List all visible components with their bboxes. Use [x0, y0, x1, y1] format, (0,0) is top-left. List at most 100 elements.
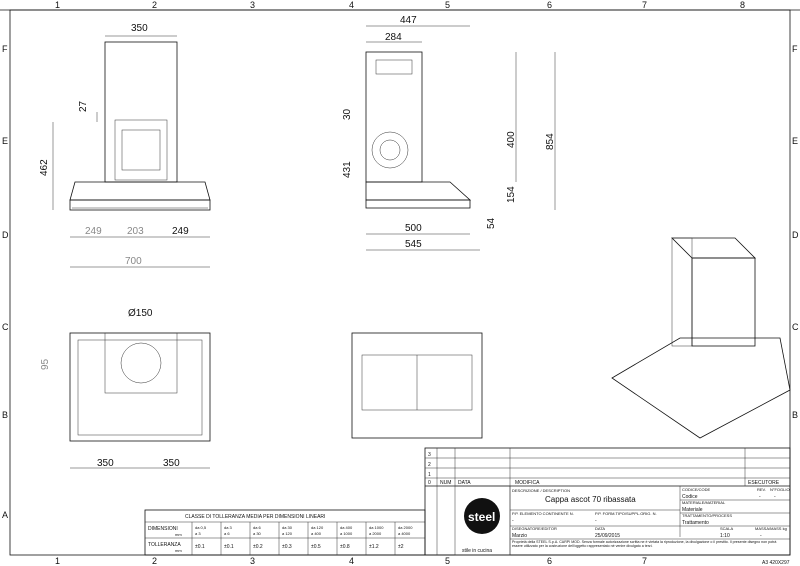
tol-unit: mm	[175, 548, 182, 553]
date-label: DATA	[595, 526, 605, 531]
logo-text: steel	[468, 510, 495, 524]
dim-top-chimney: 284	[385, 32, 402, 43]
range-value: a 30	[253, 531, 262, 536]
tolerance-value: ±2	[398, 544, 404, 550]
column-labels: 1 2 3 4 5 6 7 8 1 2 3 4 5 6 7	[55, 0, 745, 566]
logo-panel	[454, 485, 511, 556]
row-label: B	[2, 410, 8, 420]
top-outline	[69, 332, 211, 442]
dim-label: DIMENSIONI	[148, 526, 178, 532]
col-exec: ESECUTORE	[748, 480, 780, 486]
column-label: 3	[250, 556, 255, 566]
dim-center: 203	[127, 226, 144, 237]
range-value: da 2000	[398, 525, 413, 530]
column-label: 2	[152, 0, 157, 10]
col-num: NUM	[440, 480, 451, 486]
range-value: da 6	[253, 525, 262, 530]
range-value: a 6	[224, 531, 230, 536]
material-label: MATERIALE/MATERIAL	[682, 500, 726, 505]
code-value: Codice	[682, 494, 698, 500]
column-label: 4	[349, 556, 354, 566]
tol-label: TOLLERANZA	[148, 542, 181, 548]
logo-subtitle: stile in cucina	[462, 548, 492, 554]
material-value: Materiale	[682, 507, 703, 513]
top-view: Ø150 95 350 350	[40, 308, 211, 469]
row-label: B	[792, 410, 798, 420]
column-label: 7	[642, 0, 647, 10]
weight-label: MASSA/MASS kg	[755, 526, 787, 531]
row-label: D	[792, 230, 799, 240]
column-label: 5	[445, 556, 450, 566]
front-motor	[114, 119, 168, 181]
tolerance-table: CLASSE DI TOLLERANZA MEDIA PER DIMENSION…	[144, 509, 426, 556]
range-value: a 400	[311, 531, 322, 536]
drawing-frame	[9, 9, 791, 556]
col-date: DATA	[458, 480, 471, 486]
code-label: CODICE/CODE	[682, 487, 711, 492]
range-value: da 400	[340, 525, 353, 530]
range-value: a 120	[282, 531, 293, 536]
dim-top-total: 447	[400, 15, 417, 26]
row-labels: F E D C B A F E D C B	[2, 44, 799, 520]
column-label: 1	[55, 556, 60, 566]
treatment-label: TRATTAMENTO/PROCESS	[682, 513, 732, 518]
tolerance-value: ±0.1	[224, 544, 234, 550]
row-label: C	[2, 322, 9, 332]
dim-hood: 154	[506, 186, 517, 203]
column-label: 1	[55, 0, 60, 10]
front-hood	[69, 181, 211, 201]
tolerance-value: ±0.1	[195, 544, 205, 550]
column-label: 6	[547, 556, 552, 566]
column-label: 7	[642, 556, 647, 566]
dim-chimney: 400	[506, 131, 517, 148]
iso-hood	[611, 337, 791, 439]
rev-value: -	[759, 494, 761, 500]
tolerance-value: ±1.2	[369, 544, 379, 550]
dim-total: 700	[125, 256, 142, 267]
author-label: DISEGNATORE/EDITOR	[512, 526, 557, 531]
foglio-label: N°FOGLIO	[770, 487, 790, 492]
bottom-view	[351, 332, 483, 439]
tolerance-value: ±0.3	[282, 544, 292, 550]
range-value: da 0,5	[195, 525, 207, 530]
iso-chimney	[691, 257, 756, 347]
front-chimney	[104, 41, 178, 183]
form-value: -	[595, 518, 597, 524]
tolerance-value: ±0.5	[311, 544, 321, 550]
rev-row: 1	[428, 472, 431, 478]
dim-diameter: Ø150	[128, 308, 153, 319]
column-label: 2	[152, 556, 157, 566]
range-value: a 2000	[369, 531, 382, 536]
tolerance-value: ±0.8	[340, 544, 350, 550]
row-label: E	[792, 136, 798, 146]
tolerance-title: CLASSE DI TOLLERANZA MEDIA PER DIMENSION…	[185, 514, 325, 520]
range-value: da 1000	[369, 525, 384, 530]
sheet-format: A3 420X297	[762, 560, 790, 566]
range-value: a 4000	[398, 531, 411, 536]
column-label: 4	[349, 0, 354, 10]
row-label: F	[792, 44, 798, 54]
range-value: da 3	[224, 525, 233, 530]
dim-unit: mm	[175, 532, 182, 537]
side-hood	[365, 181, 472, 201]
row-label: D	[2, 230, 9, 240]
rev-row: 3	[428, 452, 431, 458]
dim-left-top: 350	[97, 458, 114, 469]
column-label: 3	[250, 0, 255, 10]
duct-opening	[120, 342, 162, 384]
scale-label: SCALA	[720, 526, 733, 531]
rev-label: REV.	[757, 487, 766, 492]
side-chimney	[365, 51, 423, 183]
title-block: 3 2 1 0 NUM DATA MODIFICA ESECUTORE DESC…	[424, 447, 791, 556]
dim-depth2: 545	[405, 239, 422, 250]
dim-offset-top: 95	[40, 358, 51, 370]
elem-value: -	[512, 518, 514, 524]
rev-row: 2	[428, 462, 431, 468]
column-label: 5	[445, 0, 450, 10]
dim-height: 462	[39, 159, 50, 176]
bottom-outline	[351, 332, 483, 439]
row-label: E	[2, 136, 8, 146]
treatment-value: Trattamento	[682, 520, 709, 526]
range-value: a 3	[195, 531, 201, 536]
column-label: 8	[740, 0, 745, 10]
